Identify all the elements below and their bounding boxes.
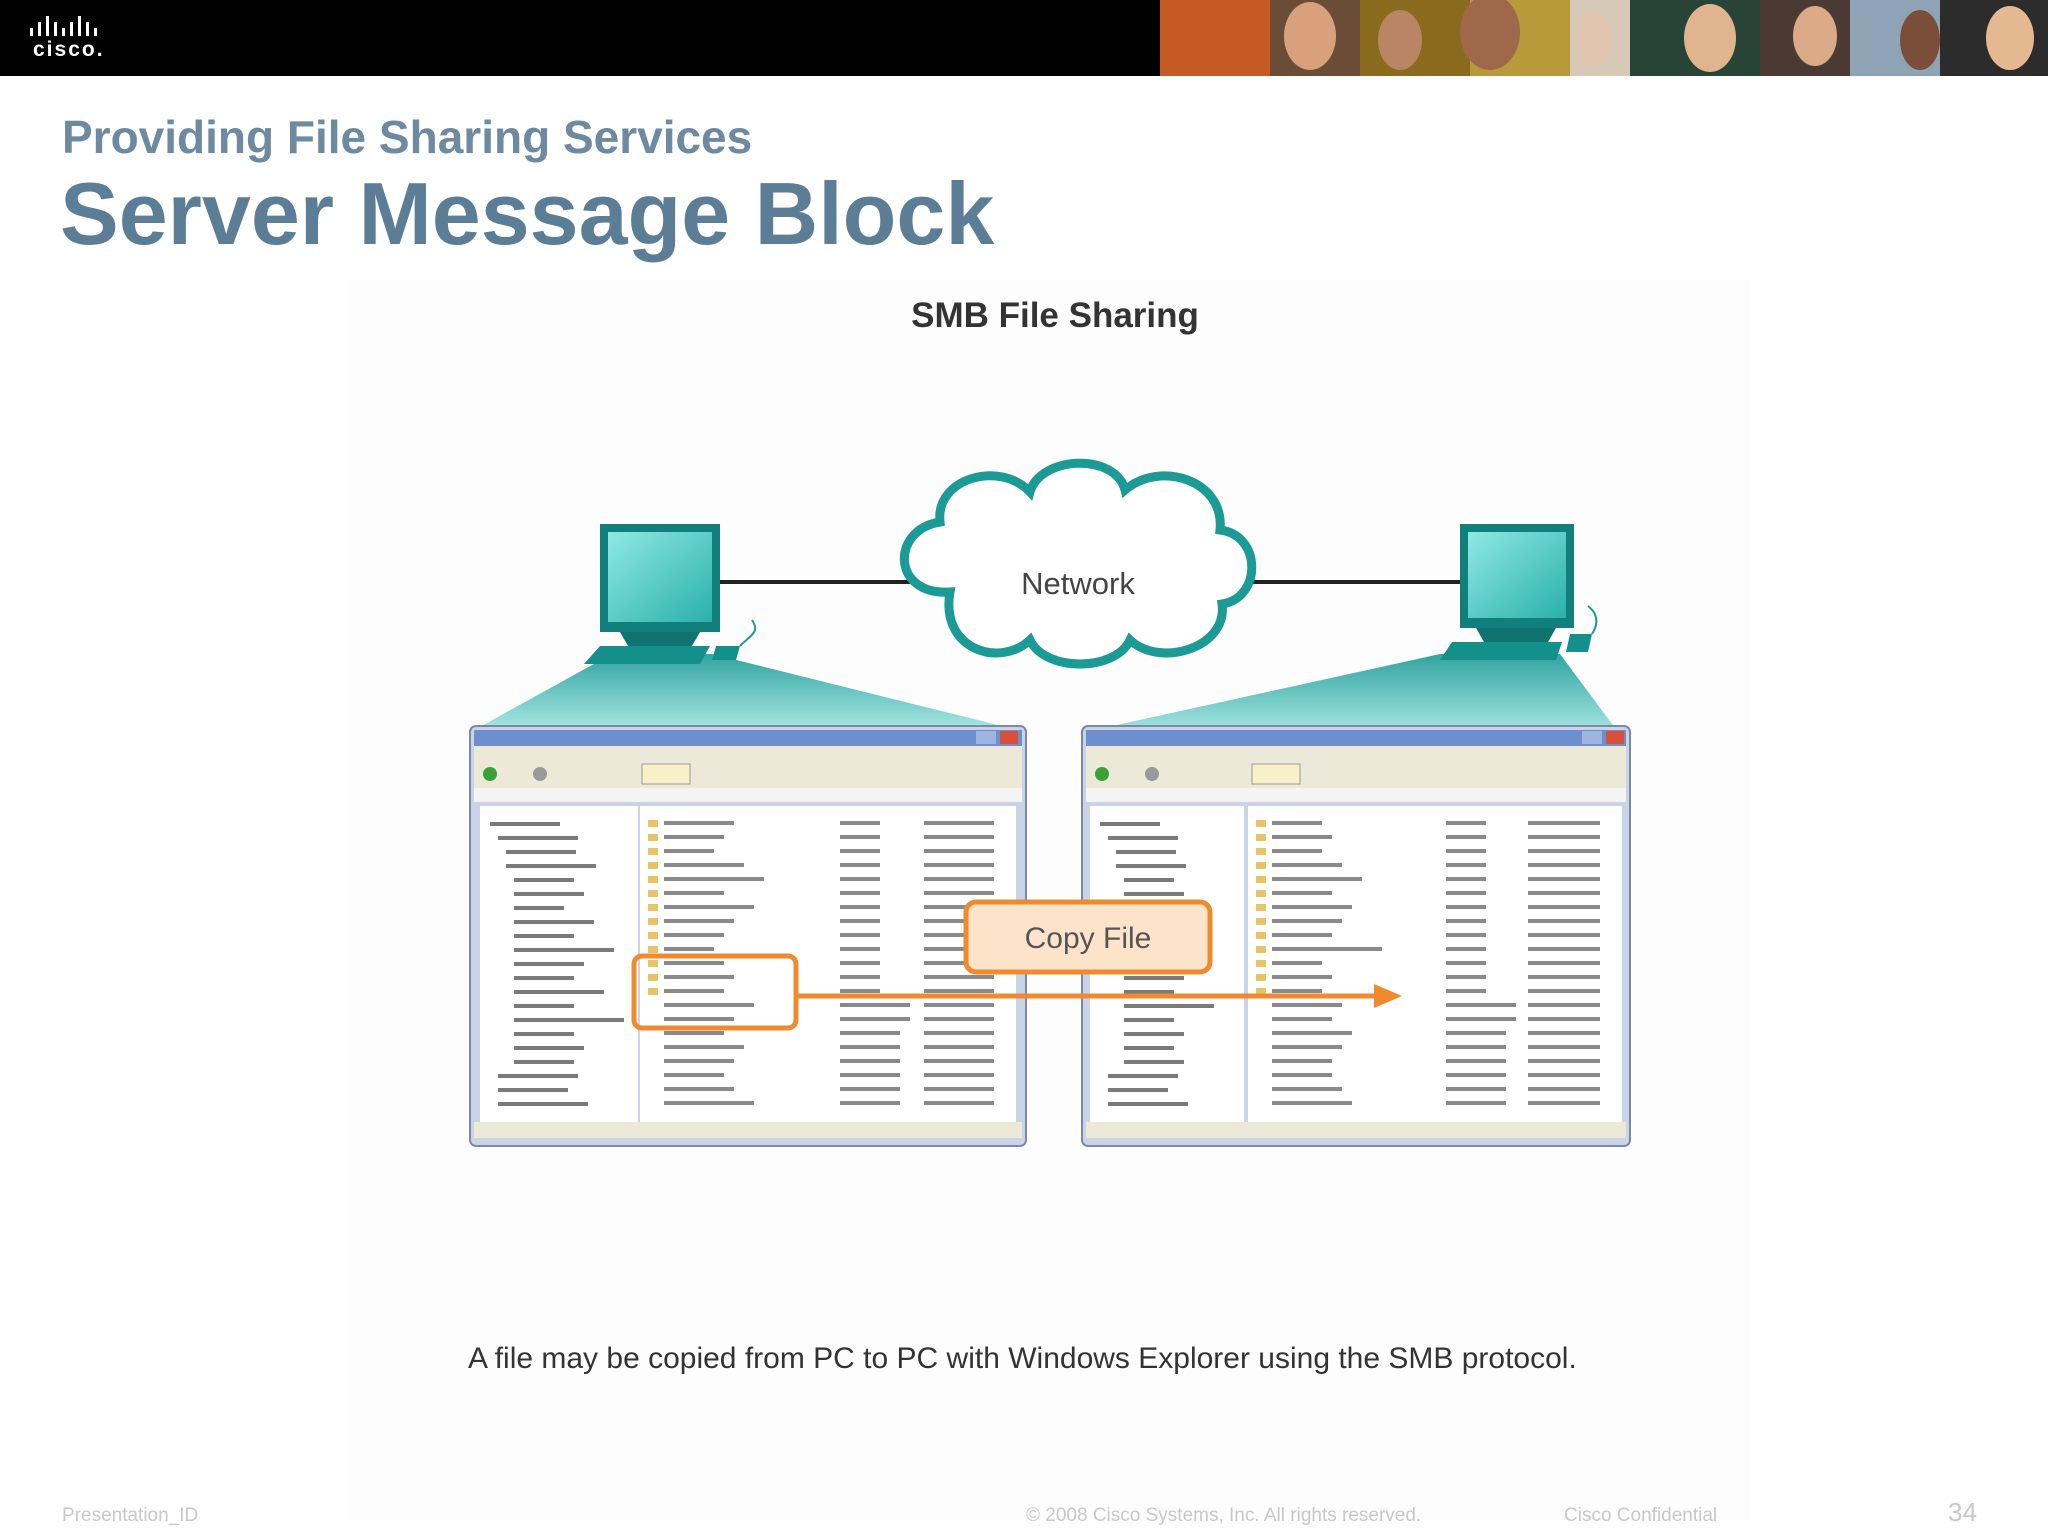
footer-confidential: Cisco Confidential — [1564, 1505, 1717, 1527]
copy-file-label: Copy File — [1025, 922, 1152, 955]
footer-copyright: © 2008 Cisco Systems, Inc. All rights re… — [1026, 1505, 1421, 1527]
view-beam-left — [478, 654, 1010, 728]
figure-caption: A file may be copied from PC to PC with … — [468, 1342, 1577, 1376]
network-cloud — [904, 463, 1251, 664]
page-number: 34 — [1948, 1497, 1977, 1528]
explorer-window-left — [470, 726, 1026, 1146]
computer-icon-left — [584, 524, 755, 664]
view-beam-right — [1085, 654, 1618, 732]
network-label: Network — [1021, 566, 1135, 601]
footer-presentation-id: Presentation_ID — [62, 1505, 198, 1527]
computer-icon-right — [1440, 524, 1596, 660]
